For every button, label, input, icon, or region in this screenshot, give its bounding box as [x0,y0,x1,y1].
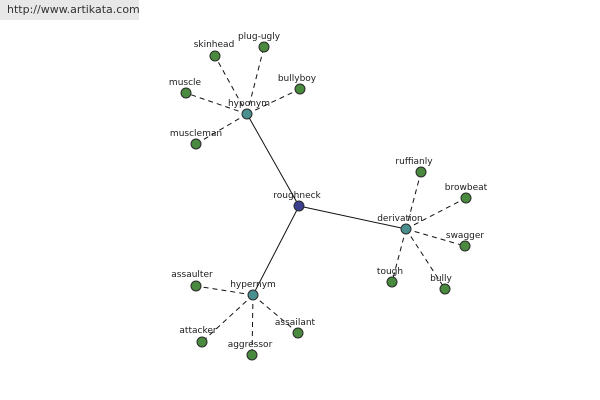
leaf-node-tough[interactable]: tough [377,267,403,288]
leaf-node-swagger[interactable]: swagger [446,231,485,252]
edge-hyponym-to-muscle [185,92,248,115]
leaf-node-aggressor[interactable]: aggressor [228,340,273,361]
center-node-roughneck-dot[interactable] [293,200,305,212]
edge-hypernym-to-aggressor [251,294,254,356]
leaf-node-assailant-label[interactable]: assailant [275,318,316,328]
leaf-node-bully[interactable]: bully [430,274,453,295]
leaf-node-attacker-label[interactable]: attacker [179,326,216,336]
leaf-node-skinhead[interactable]: skinhead [194,40,235,62]
leaf-node-assaulter[interactable]: assaulter [171,270,213,292]
leaf-node-muscle[interactable]: muscle [169,78,202,99]
hub-node-hyponym-label[interactable]: hyponym [228,99,270,109]
leaf-node-muscleman-dot[interactable] [190,138,202,150]
leaf-node-swagger-label[interactable]: swagger [446,231,485,241]
leaf-node-tough-label[interactable]: tough [377,267,403,277]
hub-node-hypernym-dot[interactable] [247,289,259,301]
leaf-node-muscle-label[interactable]: muscle [169,78,202,88]
leaf-node-ruffianly-dot[interactable] [415,166,427,178]
center-node-roughneck[interactable]: roughneck [273,191,322,212]
edge-derivation-to-swagger [405,228,466,247]
graph-edges [185,46,467,356]
leaf-node-ruffianly[interactable]: ruffianly [395,157,433,178]
leaf-node-assailant-dot[interactable] [292,327,304,339]
edge-hyponym-to-bullyboy [246,88,301,115]
leaf-node-browbeat-label[interactable]: browbeat [445,183,488,193]
source-url[interactable]: http://www.artikata.com [0,0,140,20]
leaf-node-assailant[interactable]: assailant [275,318,316,339]
leaf-node-bullyboy-dot[interactable] [294,83,306,95]
edge-hyponym-to-skinhead [214,55,248,115]
leaf-node-tough-dot[interactable] [386,276,398,288]
leaf-node-bully-dot[interactable] [439,283,451,295]
leaf-node-browbeat[interactable]: browbeat [445,183,488,204]
edge-derivation-to-tough [391,228,407,283]
leaf-node-attacker[interactable]: attacker [179,326,217,348]
edge-derivation-to-browbeat [405,197,467,230]
leaf-node-bullyboy[interactable]: bullyboy [278,74,317,95]
hub-node-hyponym-dot[interactable] [241,108,253,120]
leaf-node-assaulter-dot[interactable] [190,280,202,292]
hub-node-derivation[interactable]: derivation [377,214,423,235]
leaf-node-aggressor-label[interactable]: aggressor [228,340,273,350]
edge-center-to-derivation [298,205,407,230]
leaf-node-assaulter-label[interactable]: assaulter [171,270,213,280]
leaf-node-skinhead-label[interactable]: skinhead [194,40,235,50]
leaf-node-muscleman[interactable]: muscleman [170,129,222,150]
center-node-roughneck-label[interactable]: roughneck [273,191,321,201]
leaf-node-aggressor-dot[interactable] [246,349,258,361]
edge-hypernym-to-attacker [201,294,254,343]
leaf-node-swagger-dot[interactable] [459,240,471,252]
leaf-node-bullyboy-label[interactable]: bullyboy [278,74,317,84]
hub-node-hyponym[interactable]: hyponym [228,99,270,120]
leaf-node-skinhead-dot[interactable] [209,50,221,62]
edge-hypernym-to-assaulter [195,285,254,296]
leaf-node-muscleman-label[interactable]: muscleman [170,129,222,139]
leaf-node-plug-ugly[interactable]: plug-ugly [238,32,281,53]
hub-node-hypernym-label[interactable]: hypernym [230,280,276,290]
leaf-node-bully-label[interactable]: bully [430,274,452,284]
hub-node-hypernym[interactable]: hypernym [230,280,276,301]
edge-center-to-hypernym [252,205,300,296]
edge-hyponym-to-plug-ugly [246,46,265,115]
hub-node-derivation-dot[interactable] [400,223,412,235]
hub-node-derivation-label[interactable]: derivation [377,214,423,224]
leaf-node-attacker-dot[interactable] [196,336,208,348]
edge-hyponym-to-muscleman [195,113,248,145]
leaf-node-muscle-dot[interactable] [180,87,192,99]
leaf-node-plug-ugly-label[interactable]: plug-ugly [238,32,281,42]
edge-derivation-to-ruffianly [405,171,422,230]
edge-derivation-to-bully [405,228,446,290]
leaf-node-plug-ugly-dot[interactable] [258,41,270,53]
leaf-node-browbeat-dot[interactable] [460,192,472,204]
leaf-node-ruffianly-label[interactable]: ruffianly [395,157,433,167]
edge-center-to-hyponym [246,113,300,207]
edge-hypernym-to-assailant [252,294,299,334]
